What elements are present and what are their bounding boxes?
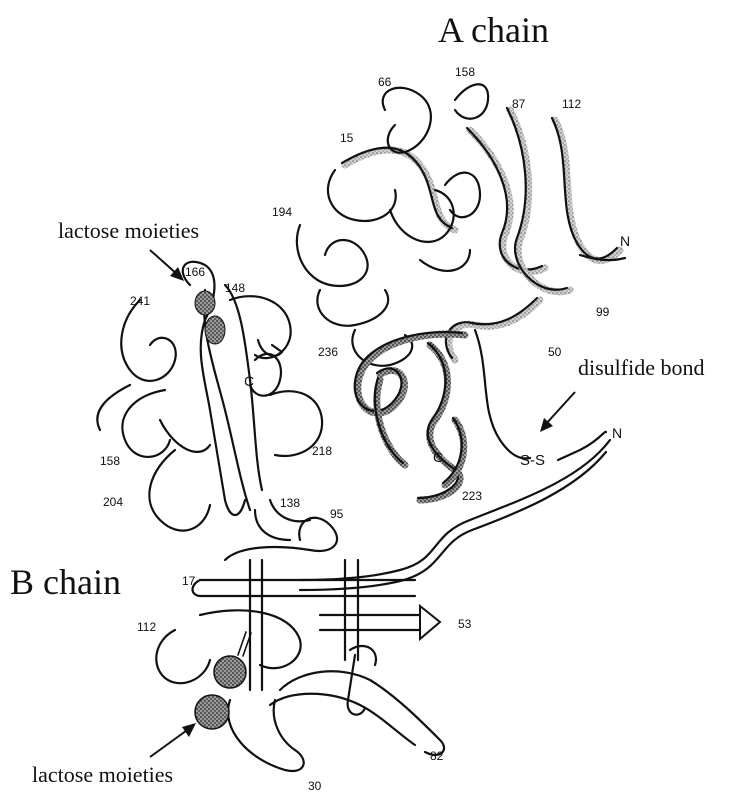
lactose-site-bottom-2	[195, 695, 229, 729]
lactose-bottom-arrow	[150, 728, 190, 757]
b-chain-c-terminus: C	[244, 373, 254, 389]
b-chain-structure	[97, 262, 610, 771]
b-chain-n-terminus: N	[612, 425, 622, 441]
b-residue-17: 17	[182, 574, 196, 588]
a-residue-99: 99	[596, 305, 610, 319]
a-chain-c-terminus: C	[433, 449, 443, 465]
a-residue-15: 15	[340, 131, 354, 145]
b-residue-95: 95	[330, 507, 344, 521]
b-residue-30: 30	[308, 779, 322, 792]
a-residue-66: 66	[378, 75, 392, 89]
lactose-label-bottom: lactose moieties	[32, 762, 173, 787]
lactose-top-arrow	[150, 250, 178, 275]
a-chain-structure	[297, 84, 625, 500]
lactose-label-top: lactose moieties	[58, 218, 199, 243]
ss-bond-label: S-S	[520, 452, 545, 469]
a-residue-236: 236	[318, 345, 338, 359]
lactose-site-top-1	[195, 291, 215, 315]
b-residue-53: 53	[458, 617, 472, 631]
lactose-site-top-2	[205, 316, 225, 344]
b-residue-204: 204	[103, 495, 123, 509]
a-residue-87: 87	[512, 97, 526, 111]
b-residue-158: 158	[100, 454, 120, 468]
b-residue-82: 82	[430, 749, 444, 763]
a-chain-title: A chain	[438, 10, 549, 50]
disulfide-bond-label: disulfide bond	[578, 355, 705, 380]
a-chain-n-terminus: N	[620, 233, 630, 249]
b-residue-166: 166	[185, 265, 205, 279]
b-strand-arrowhead	[420, 606, 440, 639]
b-residue-218: 218	[312, 444, 332, 458]
lactose-site-bottom-1	[214, 656, 246, 688]
b-chain-title: B chain	[10, 562, 121, 602]
b-residue-138: 138	[280, 496, 300, 510]
b-residue-112: 112	[137, 620, 156, 634]
disulfide-arrow	[545, 392, 575, 425]
a-residue-223: 223	[462, 489, 482, 503]
a-residue-112: 112	[562, 97, 581, 111]
b-residue-148: 148	[225, 281, 245, 295]
b-residue-241: 241	[130, 294, 150, 308]
disulfide-arrowhead	[540, 418, 553, 432]
lactose-bottom-arrowhead	[182, 723, 196, 737]
a-residue-194: 194	[272, 205, 292, 219]
a-residue-158: 158	[455, 65, 475, 79]
a-residue-50: 50	[548, 345, 562, 359]
